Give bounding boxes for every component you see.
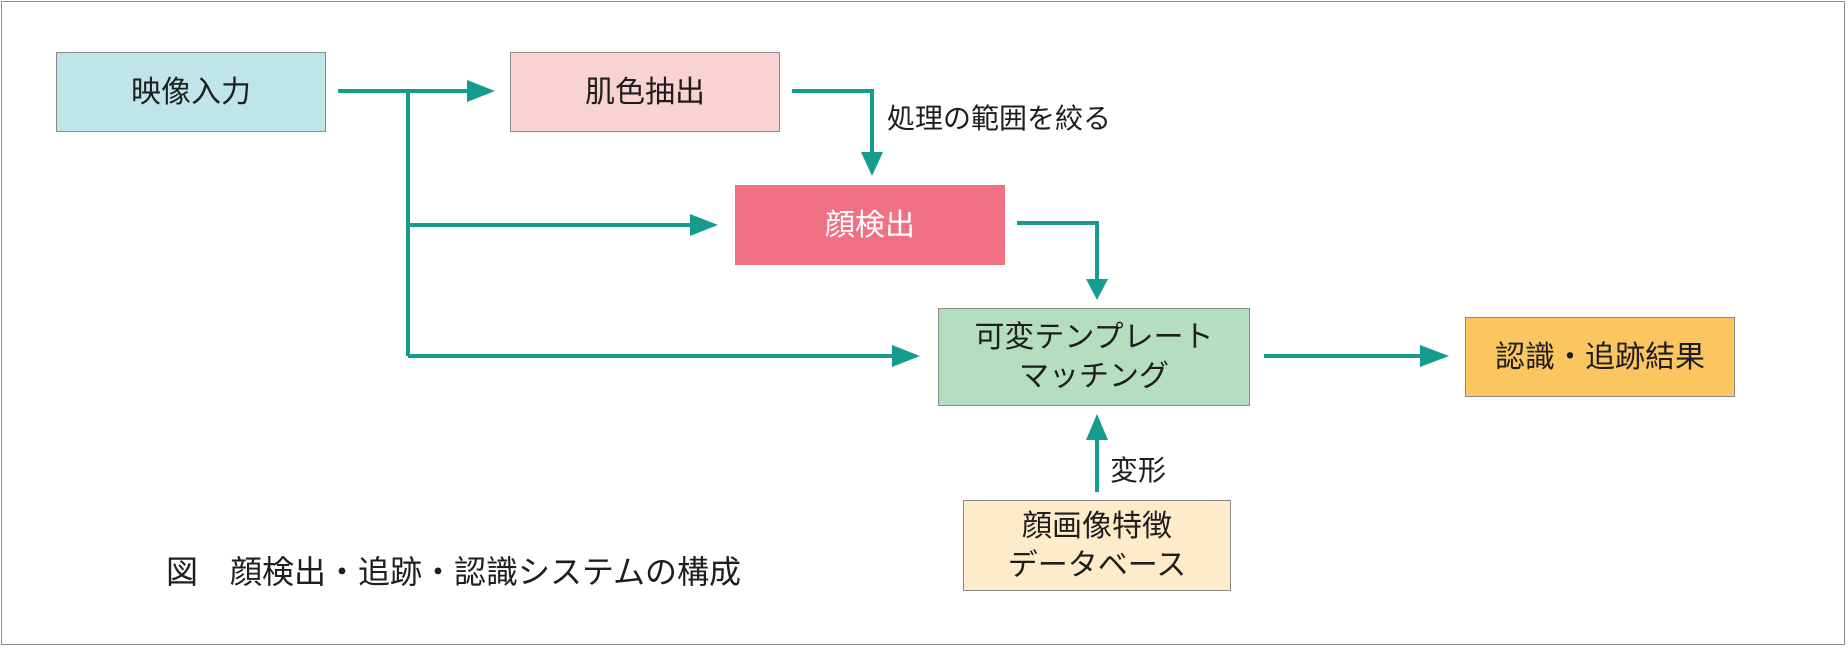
arrowhead-match-bottom [1086, 414, 1108, 440]
arrow-skin-to-face [792, 89, 874, 152]
connector-lines [338, 89, 1420, 492]
database-label-line1: 顔画像特徴 [1022, 508, 1172, 544]
template-matching-label-line2: マッチング [1018, 359, 1169, 394]
arrowhead-face-left [690, 214, 718, 236]
arrow-heads [467, 80, 1449, 440]
arrow-face-to-match [1017, 221, 1099, 279]
template-matching-label-line1: 可変テンプレート [974, 320, 1214, 355]
deformation-label: 変形 [1110, 454, 1167, 487]
arrowhead-face-top [861, 152, 883, 176]
arrowhead-result [1420, 345, 1449, 367]
video-input-box: 映像入力 [56, 52, 326, 132]
result-label: 認識・追跡結果 [1495, 339, 1705, 375]
face-detection-label: 顔検出 [825, 207, 915, 243]
database-label-line2: データベース [1007, 547, 1187, 583]
skin-extraction-box: 肌色抽出 [510, 52, 780, 132]
arrowhead-match-left [892, 345, 920, 367]
narrow-range-label: 処理の範囲を絞る [887, 102, 1112, 135]
figure-caption: 図 顔検出・追跡・認識システムの構成 [166, 553, 742, 591]
arrowhead-skin [467, 80, 495, 102]
video-input-label: 映像入力 [131, 74, 251, 110]
face-detection-box: 顔検出 [735, 185, 1005, 265]
template-matching-box: 可変テンプレート マッチング [938, 308, 1250, 406]
skin-extraction-label: 肌色抽出 [585, 74, 705, 110]
face-feature-database-box: 顔画像特徴 データベース [963, 500, 1231, 591]
result-box: 認識・追跡結果 [1465, 317, 1735, 397]
arrowhead-match-top [1086, 279, 1108, 300]
